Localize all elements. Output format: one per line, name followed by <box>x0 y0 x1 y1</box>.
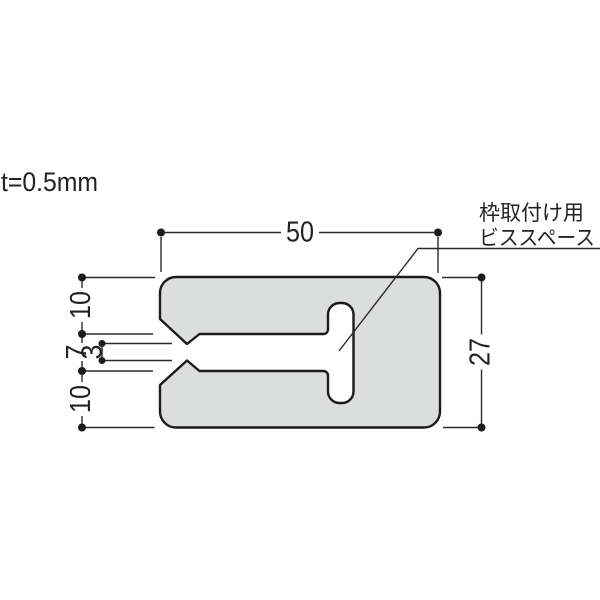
dimension-overall-height: 27 <box>442 273 497 432</box>
dim-dot <box>98 357 106 364</box>
dimension-overall-width: 50 <box>157 217 442 273</box>
dimension-mouth-opening: 3 <box>77 340 172 364</box>
dim-dot <box>477 273 486 282</box>
dim-dot <box>157 228 165 237</box>
callout-line2: ビススペース <box>479 227 595 250</box>
dim-overall-height-value: 27 <box>465 338 497 366</box>
dim-overall-width-value: 50 <box>286 217 314 249</box>
dim-dot <box>78 330 86 338</box>
dim-dot <box>434 228 442 237</box>
dim-dot <box>78 273 86 282</box>
dimension-left-stack: 10 7 10 <box>61 273 155 432</box>
dim-upper-wall-value: 10 <box>65 291 97 319</box>
dim-lower-wall-value: 10 <box>65 385 97 413</box>
dim-dot <box>78 367 86 375</box>
dim-dot <box>98 340 106 347</box>
dim-channel-height-value: 7 <box>61 345 93 360</box>
dim-dot <box>477 423 486 432</box>
thickness-note: t=0.5mm <box>1 167 98 197</box>
leader-line <box>338 247 600 352</box>
dim-mouth-opening-value: 3 <box>77 345 109 360</box>
callout-line1: 枠取付け用 <box>479 202 584 225</box>
profile-cross-section <box>158 275 442 429</box>
dim-dot <box>78 423 86 432</box>
